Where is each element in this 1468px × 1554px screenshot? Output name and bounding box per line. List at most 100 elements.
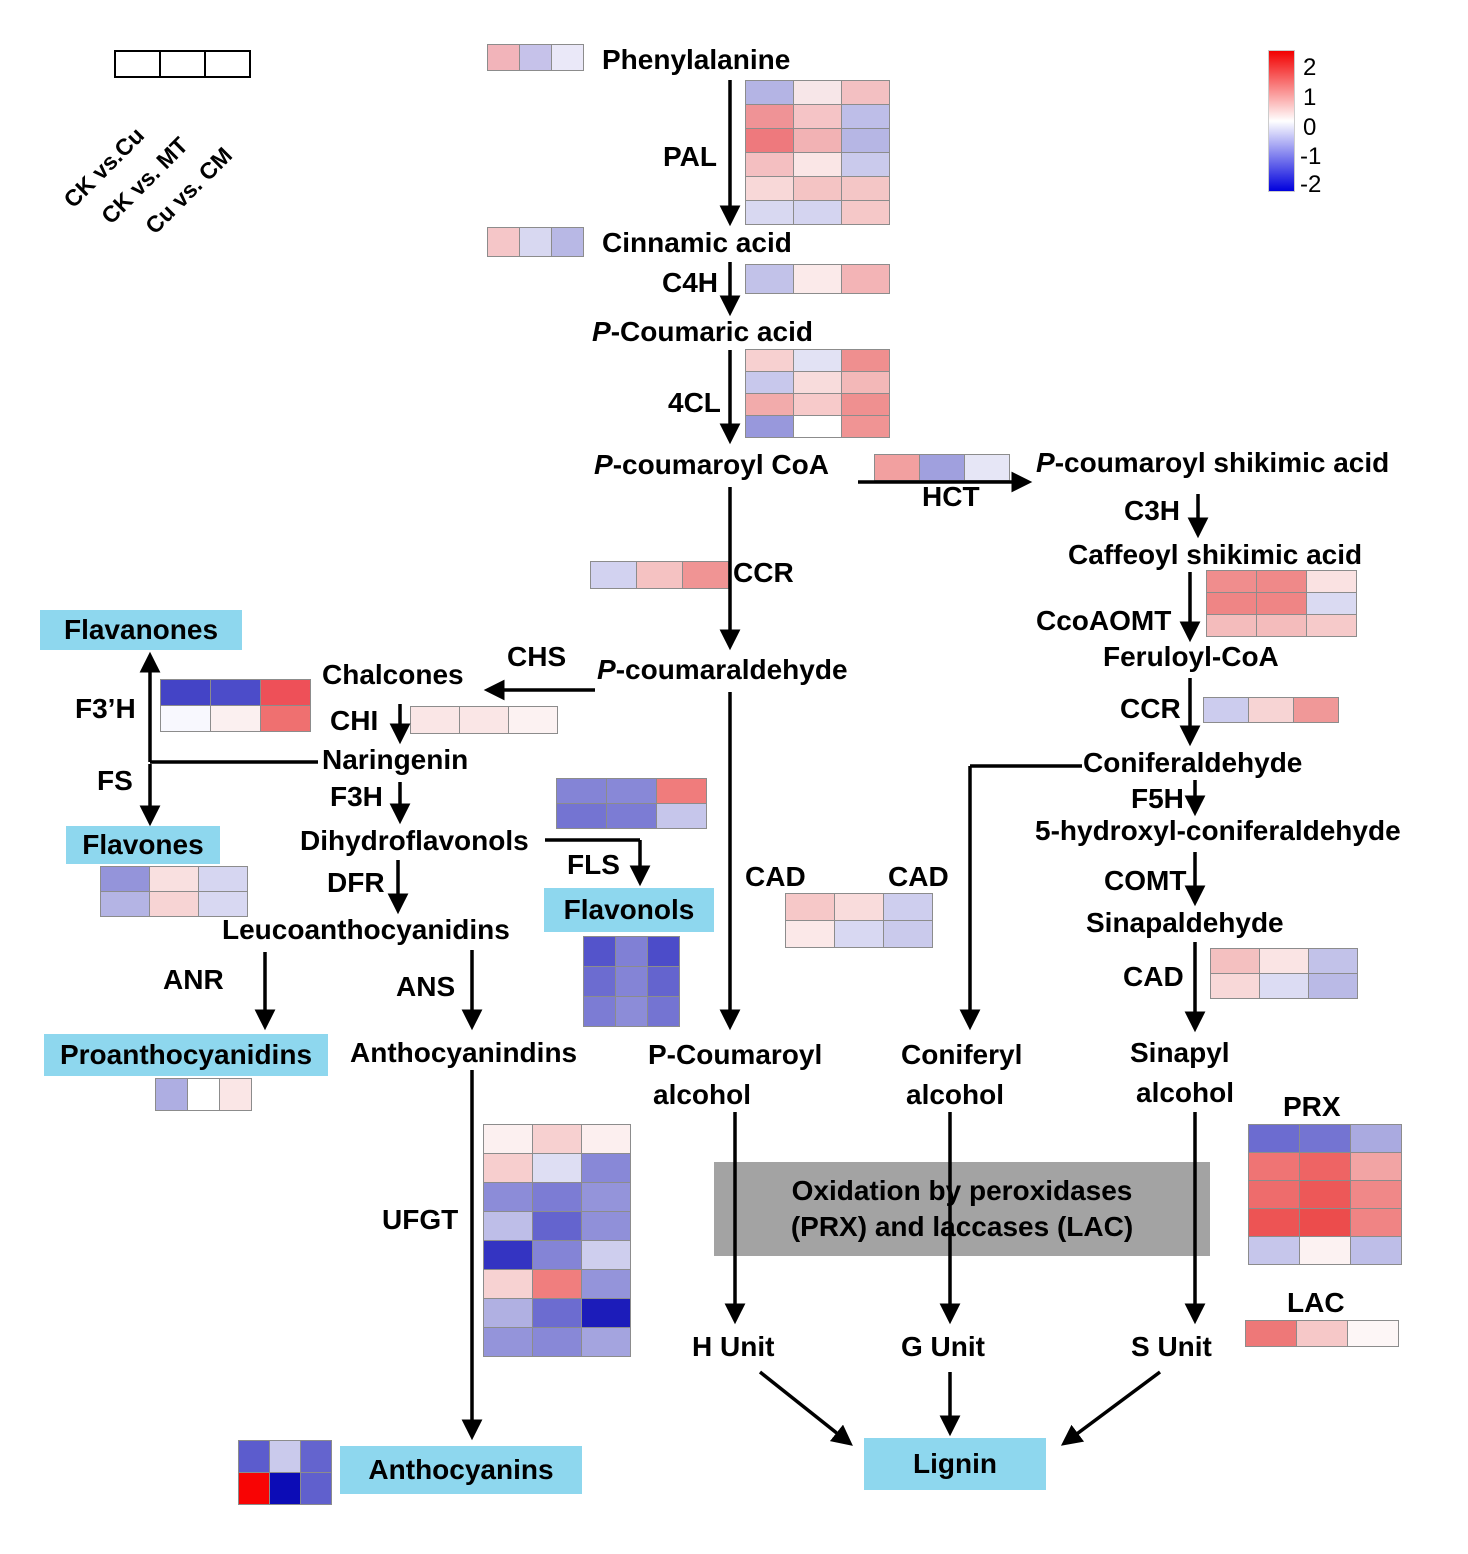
metabolite-chalcones: Chalcones (322, 659, 464, 690)
heatmap-cell (199, 867, 247, 891)
box-anthocyanins: Anthocyanins (340, 1446, 582, 1494)
heatmap-cell (794, 265, 841, 293)
heatmap-cell (657, 779, 706, 803)
heatmap-cell (1249, 1153, 1299, 1180)
heatmap-cell (239, 1441, 269, 1472)
heatmap-cell (1204, 698, 1248, 722)
heatmap-c4h (745, 264, 890, 294)
heatmap-phenylalanine (487, 44, 584, 71)
heatmap-cell (920, 455, 964, 480)
enzyme-pal: PAL (663, 141, 717, 172)
heatmap-cell (484, 1183, 532, 1211)
heatmap-cell (1351, 1153, 1401, 1180)
heatmap-cell (746, 105, 793, 128)
heatmap-cell (582, 1212, 630, 1240)
oxidation-line2: (PRX) and laccases (LAC) (790, 1211, 1134, 1242)
heatmap-cell (488, 45, 519, 70)
heatmap-cell (101, 867, 149, 891)
metabolite-caffeoyl-shikimic-acid: Caffeoyl shikimic acid (1068, 539, 1363, 570)
enzyme-4cl: 4CL (668, 387, 721, 418)
heatmap-cell (582, 1154, 630, 1182)
enzyme-fs: FS (97, 765, 133, 796)
box-anthocyanins-label: Anthocyanins (368, 1454, 554, 1485)
heatmap-proanthocyanidins (155, 1078, 252, 1111)
heatmap-4cl (745, 349, 890, 438)
arrow-s-to-lignin (1060, 1370, 1162, 1446)
heatmap-cell (533, 1241, 581, 1269)
heatmap-cell (533, 1212, 581, 1240)
heatmap-cell (101, 892, 149, 916)
arrow-h-to-lignin (758, 1370, 853, 1446)
heatmap-cell (161, 52, 204, 76)
heatmap-cell (520, 228, 551, 256)
heatmap-cell (584, 997, 615, 1026)
heatmap-cell (582, 1328, 630, 1356)
box-lignin: Lignin (864, 1438, 1046, 1490)
heatmap-cell (484, 1125, 532, 1153)
heatmap-cell (270, 1441, 300, 1472)
metabolite-sinapyl-alcohol-line1: Sinapyl (1130, 1037, 1230, 1068)
heatmap-cell (842, 177, 889, 200)
heatmap-cell (211, 706, 260, 731)
heatmap-ccr-right (1203, 697, 1339, 723)
heatmap-cell (533, 1183, 581, 1211)
heatmap-cell (1300, 1125, 1350, 1152)
heatmap-cell (220, 1079, 251, 1110)
enzyme-f5h: F5H (1131, 783, 1184, 814)
heatmap-cell (1297, 1321, 1347, 1346)
heatmap-cell (484, 1328, 532, 1356)
heatmap-cell (1260, 949, 1308, 973)
metabolite-coniferyl-alcohol-line1: Coniferyl (901, 1039, 1023, 1070)
heatmap-cell (1307, 571, 1356, 592)
heatmap-cell (509, 707, 557, 733)
heatmap-cell (301, 1441, 331, 1472)
heatmap-cell (582, 1270, 630, 1298)
box-flavones: Flavones (66, 826, 220, 864)
enzyme-cad-mid-1: CAD (745, 861, 806, 892)
heatmap-cell (1249, 698, 1293, 722)
heatmap-cell (557, 804, 606, 828)
metabolite-coniferyl-alcohol-line2: alcohol (906, 1079, 1005, 1110)
heatmap-cell (794, 129, 841, 152)
enzyme-dfr: DFR (327, 867, 385, 898)
heatmap-cell (1249, 1125, 1299, 1152)
heatmap-cell (616, 997, 647, 1026)
box-proanthocyanidins: Proanthocyanidins (44, 1034, 328, 1076)
heatmap-cad-right (1210, 948, 1358, 999)
heatmap-cell (746, 129, 793, 152)
heatmap-dihydroflavonols (556, 778, 707, 829)
heatmap-cell (199, 892, 247, 916)
heatmap-cell (875, 455, 919, 480)
enzyme-anr: ANR (163, 964, 224, 995)
heatmap-cell (552, 228, 583, 256)
heatmap-cell (648, 967, 679, 996)
enzyme-ufgt: UFGT (382, 1204, 459, 1235)
heatmap-cell (1257, 593, 1306, 614)
heatmap-cell (1294, 698, 1338, 722)
box-flavanones-label: Flavanones (63, 614, 219, 645)
heatmap-cell (746, 265, 793, 293)
heatmap-lac (1245, 1320, 1399, 1347)
heatmap-cell (460, 707, 508, 733)
heatmap-cell (582, 1183, 630, 1211)
heatmap-cell (1249, 1181, 1299, 1208)
box-flavanones: Flavanones (40, 610, 242, 650)
heatmap-cell (884, 894, 932, 920)
metabolite-phenylalanine: Phenylalanine (602, 44, 791, 75)
heatmap-cell (746, 177, 793, 200)
heatmap-cell (582, 1125, 630, 1153)
heatmap-cell (533, 1328, 581, 1356)
heatmap-cell (637, 562, 682, 588)
heatmap-cell (746, 201, 793, 224)
heatmap-cell (835, 894, 883, 920)
colorbar-gradient (1268, 50, 1295, 192)
heatmap-cell (584, 937, 615, 966)
heatmap-cell (648, 997, 679, 1026)
heatmap-cell (786, 921, 834, 947)
heatmap-cell (211, 680, 260, 705)
box-flavonols-label: Flavonols (563, 894, 695, 925)
comparison-legend-cells (114, 50, 251, 78)
heatmap-cell (842, 201, 889, 224)
metabolite-p-coumaric-acid: P-Coumaric acid (592, 316, 813, 347)
